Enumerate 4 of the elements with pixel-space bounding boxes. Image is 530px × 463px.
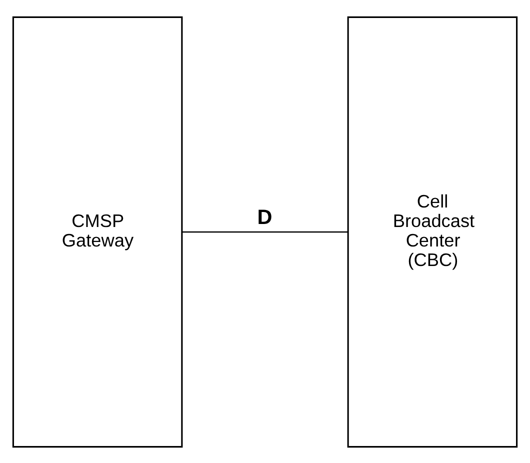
connector	[182, 230, 348, 232]
node-box: CMSP Gateway	[12, 16, 183, 448]
edge-label: D	[257, 205, 272, 228]
node-box: Cell Broadcast Center (CBC)	[347, 16, 518, 448]
